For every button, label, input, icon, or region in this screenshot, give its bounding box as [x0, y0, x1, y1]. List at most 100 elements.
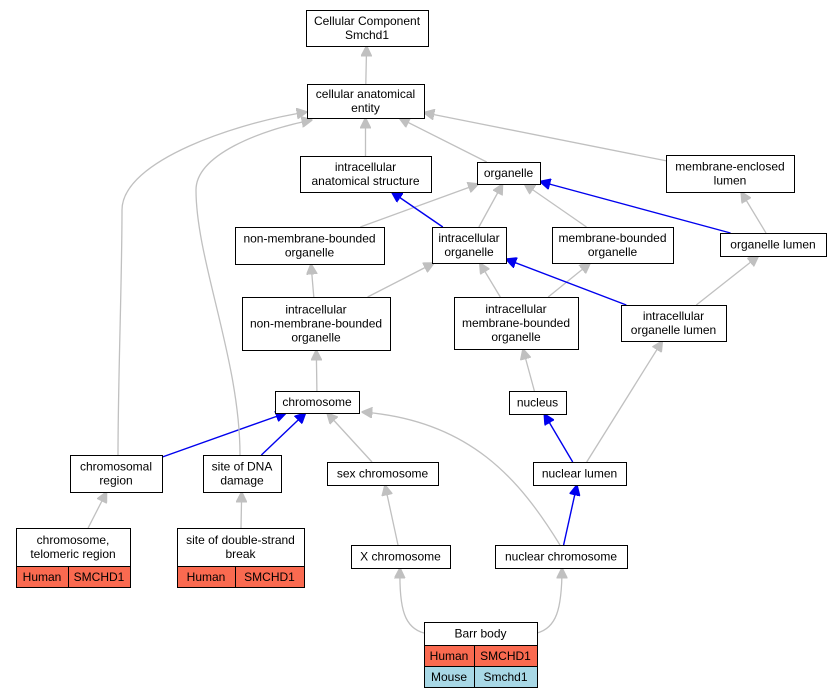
edge-nuc_chr-to-nuc_lumen: [562, 485, 577, 546]
edge-cae-to-cc_root: [366, 46, 367, 85]
edge-nuc_chr-to-chromosome: [362, 412, 561, 546]
node-nuc-chr[interactable]: nuclear chromosome: [495, 545, 628, 569]
node-box: [70, 455, 163, 493]
node-label-line: entity: [351, 101, 380, 115]
node-box: [306, 10, 429, 47]
edge-mbo-to-organelle: [524, 184, 587, 228]
node-label-line: damage: [220, 474, 264, 488]
edge-iol-to-ol: [695, 256, 758, 306]
node-box: [509, 391, 567, 415]
node-label-line: region: [99, 474, 132, 488]
edge-chr_region-to-chromosome: [161, 413, 286, 458]
edge-nucleus-to-imbo: [523, 349, 536, 392]
node-box: [432, 227, 507, 264]
edge-mel-to-cae: [424, 113, 667, 162]
node-chromosome[interactable]: chromosome: [275, 391, 360, 414]
gene-label: SMCHD1: [480, 649, 531, 663]
node-label-line: lumen: [714, 174, 747, 188]
node-sex-chr[interactable]: sex chromosome: [327, 462, 439, 486]
node-box: [533, 462, 627, 486]
edge-nmbo-to-organelle: [360, 184, 478, 228]
node-box: [477, 162, 541, 185]
edge-telomeric-to-chr_region: [87, 492, 106, 529]
node-label-line: chromosomal: [80, 460, 152, 474]
node-box: [495, 545, 628, 569]
edge-organelle-to-cae: [399, 118, 487, 163]
edge-io-to-ias: [392, 192, 444, 228]
node-box: [351, 545, 451, 569]
node-label-line: intracellular: [438, 231, 499, 245]
node-label-line: non-membrane-bounded: [250, 317, 382, 331]
node-label-line: site of double-strand: [186, 533, 295, 547]
gene-cell: [235, 566, 305, 588]
edge-ol-to-organelle: [540, 182, 731, 234]
node-label-line: membrane-bounded: [558, 231, 666, 245]
edges-layer: [87, 46, 767, 634]
node-nuc-lumen[interactable]: nuclear lumen: [533, 462, 627, 486]
node-box: [177, 528, 305, 567]
node-inmbo[interactable]: intracellularnon-membrane-boundedorganel…: [242, 297, 391, 351]
node-label-line: nuclear chromosome: [505, 550, 617, 564]
node-label-line: intracellular: [643, 309, 704, 323]
node-label-line: membrane-bounded: [462, 316, 570, 330]
node-label-line: membrane-enclosed: [675, 160, 784, 174]
node-x-chr[interactable]: X chromosome: [351, 545, 451, 569]
node-box: [242, 297, 391, 351]
node-label-line: non-membrane-bounded: [243, 232, 375, 246]
node-label-line: telomeric region: [30, 547, 115, 561]
node-label-line: sex chromosome: [337, 467, 429, 481]
node-label-line: organelle: [291, 331, 341, 345]
gene-cell: [68, 566, 131, 588]
node-label-line: nuclear lumen: [542, 467, 617, 481]
edge-x_chr-to-sex_chr: [385, 485, 399, 546]
edge-sex_chr-to-chromosome: [327, 413, 373, 463]
node-label-line: nucleus: [517, 396, 558, 410]
node-label-line: organelle: [484, 166, 534, 180]
node-label-line: site of DNA: [212, 460, 273, 474]
node-box: [300, 156, 432, 193]
edge-nuc_lumen-to-nucleus: [544, 414, 574, 463]
species-label: Mouse: [431, 670, 467, 684]
node-box: [621, 305, 727, 342]
node-label-line: organelle: [444, 245, 494, 259]
node-label-line: Barr body: [454, 627, 506, 641]
node-box: [327, 462, 439, 486]
node-label-line: anatomical structure: [311, 174, 419, 188]
node-label-line: organelle: [491, 330, 541, 344]
node-label-line: organelle: [588, 245, 638, 259]
node-box: [275, 391, 360, 414]
node-box: [235, 227, 385, 265]
edge-nuc_lumen-to-iol: [586, 341, 663, 463]
edge-io-to-organelle: [478, 184, 503, 228]
node-box: [720, 233, 827, 257]
edge-imbo-to-mbo: [547, 263, 590, 298]
node-organelle[interactable]: organelle: [477, 162, 541, 185]
node-nucleus[interactable]: nucleus: [509, 391, 567, 415]
edge-imbo-to-io: [480, 263, 501, 298]
edge-ol-to-mel: [741, 192, 767, 234]
gene-label: Smchd1: [483, 670, 527, 684]
species-label: Human: [23, 570, 62, 584]
node-ol[interactable]: organelle lumen: [720, 233, 827, 257]
node-box: [203, 455, 282, 493]
gene-cell: [474, 666, 538, 688]
node-label-line: cellular anatomical: [316, 87, 415, 101]
node-label-line: organelle: [285, 246, 335, 260]
edge-inmbo-to-io: [367, 263, 434, 298]
node-label-line: chromosome: [282, 395, 352, 409]
